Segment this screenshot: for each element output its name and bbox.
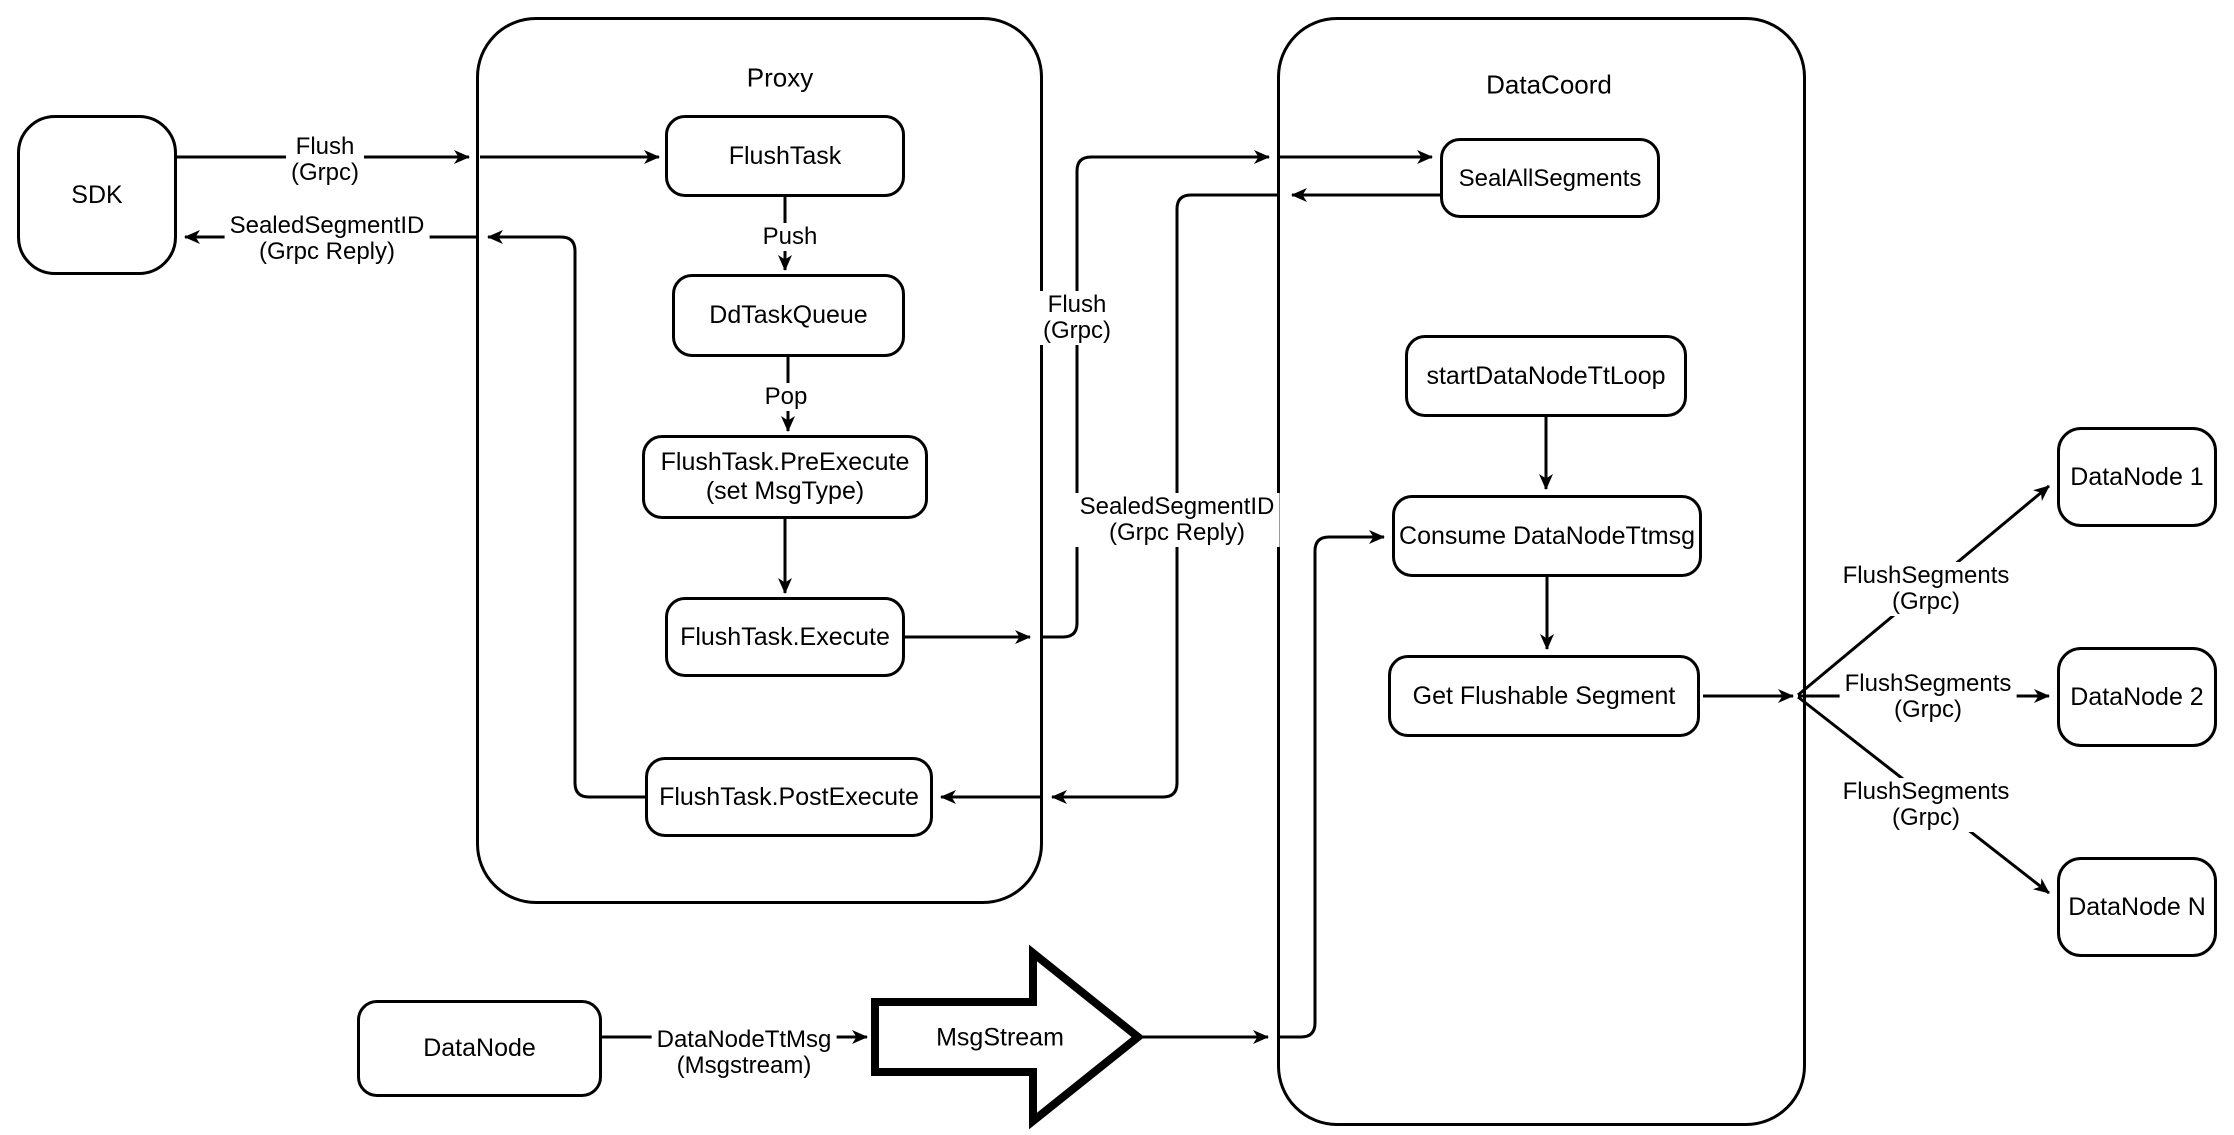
datanode2-node: DataNode 2	[2057, 647, 2217, 747]
get-flushable-segment-node: Get Flushable Segment	[1388, 655, 1700, 737]
flushtask-node: FlushTask	[665, 115, 905, 197]
preexecute-label-line1: FlushTask.PreExecute	[660, 448, 910, 476]
startdatanodettloop-node: startDataNodeTtLoop	[1405, 335, 1687, 417]
edge-reply-postexecute-to-proxy-border	[487, 230, 645, 799]
edge-label-push: Push	[757, 223, 823, 251]
edge-label-sealedsegmentid-mid: SealedSegmentID (Grpc Reply)	[1074, 493, 1280, 547]
datacoord-container	[1277, 17, 1806, 1126]
sdk-node: SDK	[17, 115, 177, 275]
proxy-container	[476, 17, 1043, 904]
flushtask-preexecute-node: FlushTask.PreExecute (set MsgType)	[642, 435, 928, 519]
edge-msgstream-up-to-consume	[1280, 530, 1385, 1039]
ddtaskqueue-node: DdTaskQueue	[672, 274, 905, 357]
preexecute-label-line2: (set MsgType)	[705, 477, 865, 505]
datacoord-container-title: DataCoord	[1486, 69, 1612, 100]
datanode1-node: DataNode 1	[2057, 427, 2217, 527]
edge-label-flush-grpc-mid: Flush (Grpc)	[1038, 291, 1116, 345]
proxy-container-title: Proxy	[746, 62, 814, 93]
edge-label-flushsegments-2: FlushSegments (Grpc)	[1839, 670, 2017, 724]
flushtask-postexecute-node: FlushTask.PostExecute	[645, 757, 933, 837]
edge-label-datanodettmsg: DataNodeTtMsg (Msgstream)	[651, 1026, 837, 1080]
edge-label-sealedsegmentid-sdk: SealedSegmentID (Grpc Reply)	[224, 212, 430, 266]
datanode-bottom-node: DataNode	[357, 1000, 602, 1097]
flushtask-execute-node: FlushTask.Execute	[665, 597, 905, 677]
edge-label-pop: Pop	[759, 383, 813, 411]
edge-label-flushsegments-1: FlushSegments (Grpc)	[1837, 562, 2015, 616]
consume-datanodettmsg-node: Consume DataNodeTtmsg	[1392, 495, 1702, 577]
sealallsegments-node: SealAllSegments	[1440, 138, 1660, 218]
edge-label-flush-grpc-sdk: Flush (Grpc)	[286, 133, 364, 187]
datanoden-node: DataNode N	[2057, 857, 2217, 957]
edge-label-flushsegments-3: FlushSegments (Grpc)	[1837, 778, 2015, 832]
msgstream-label: MsgStream	[936, 1023, 1064, 1052]
edge-flush-up-to-datacoord-border	[1040, 150, 1270, 639]
msgstream-block-arrow	[871, 944, 1145, 1130]
